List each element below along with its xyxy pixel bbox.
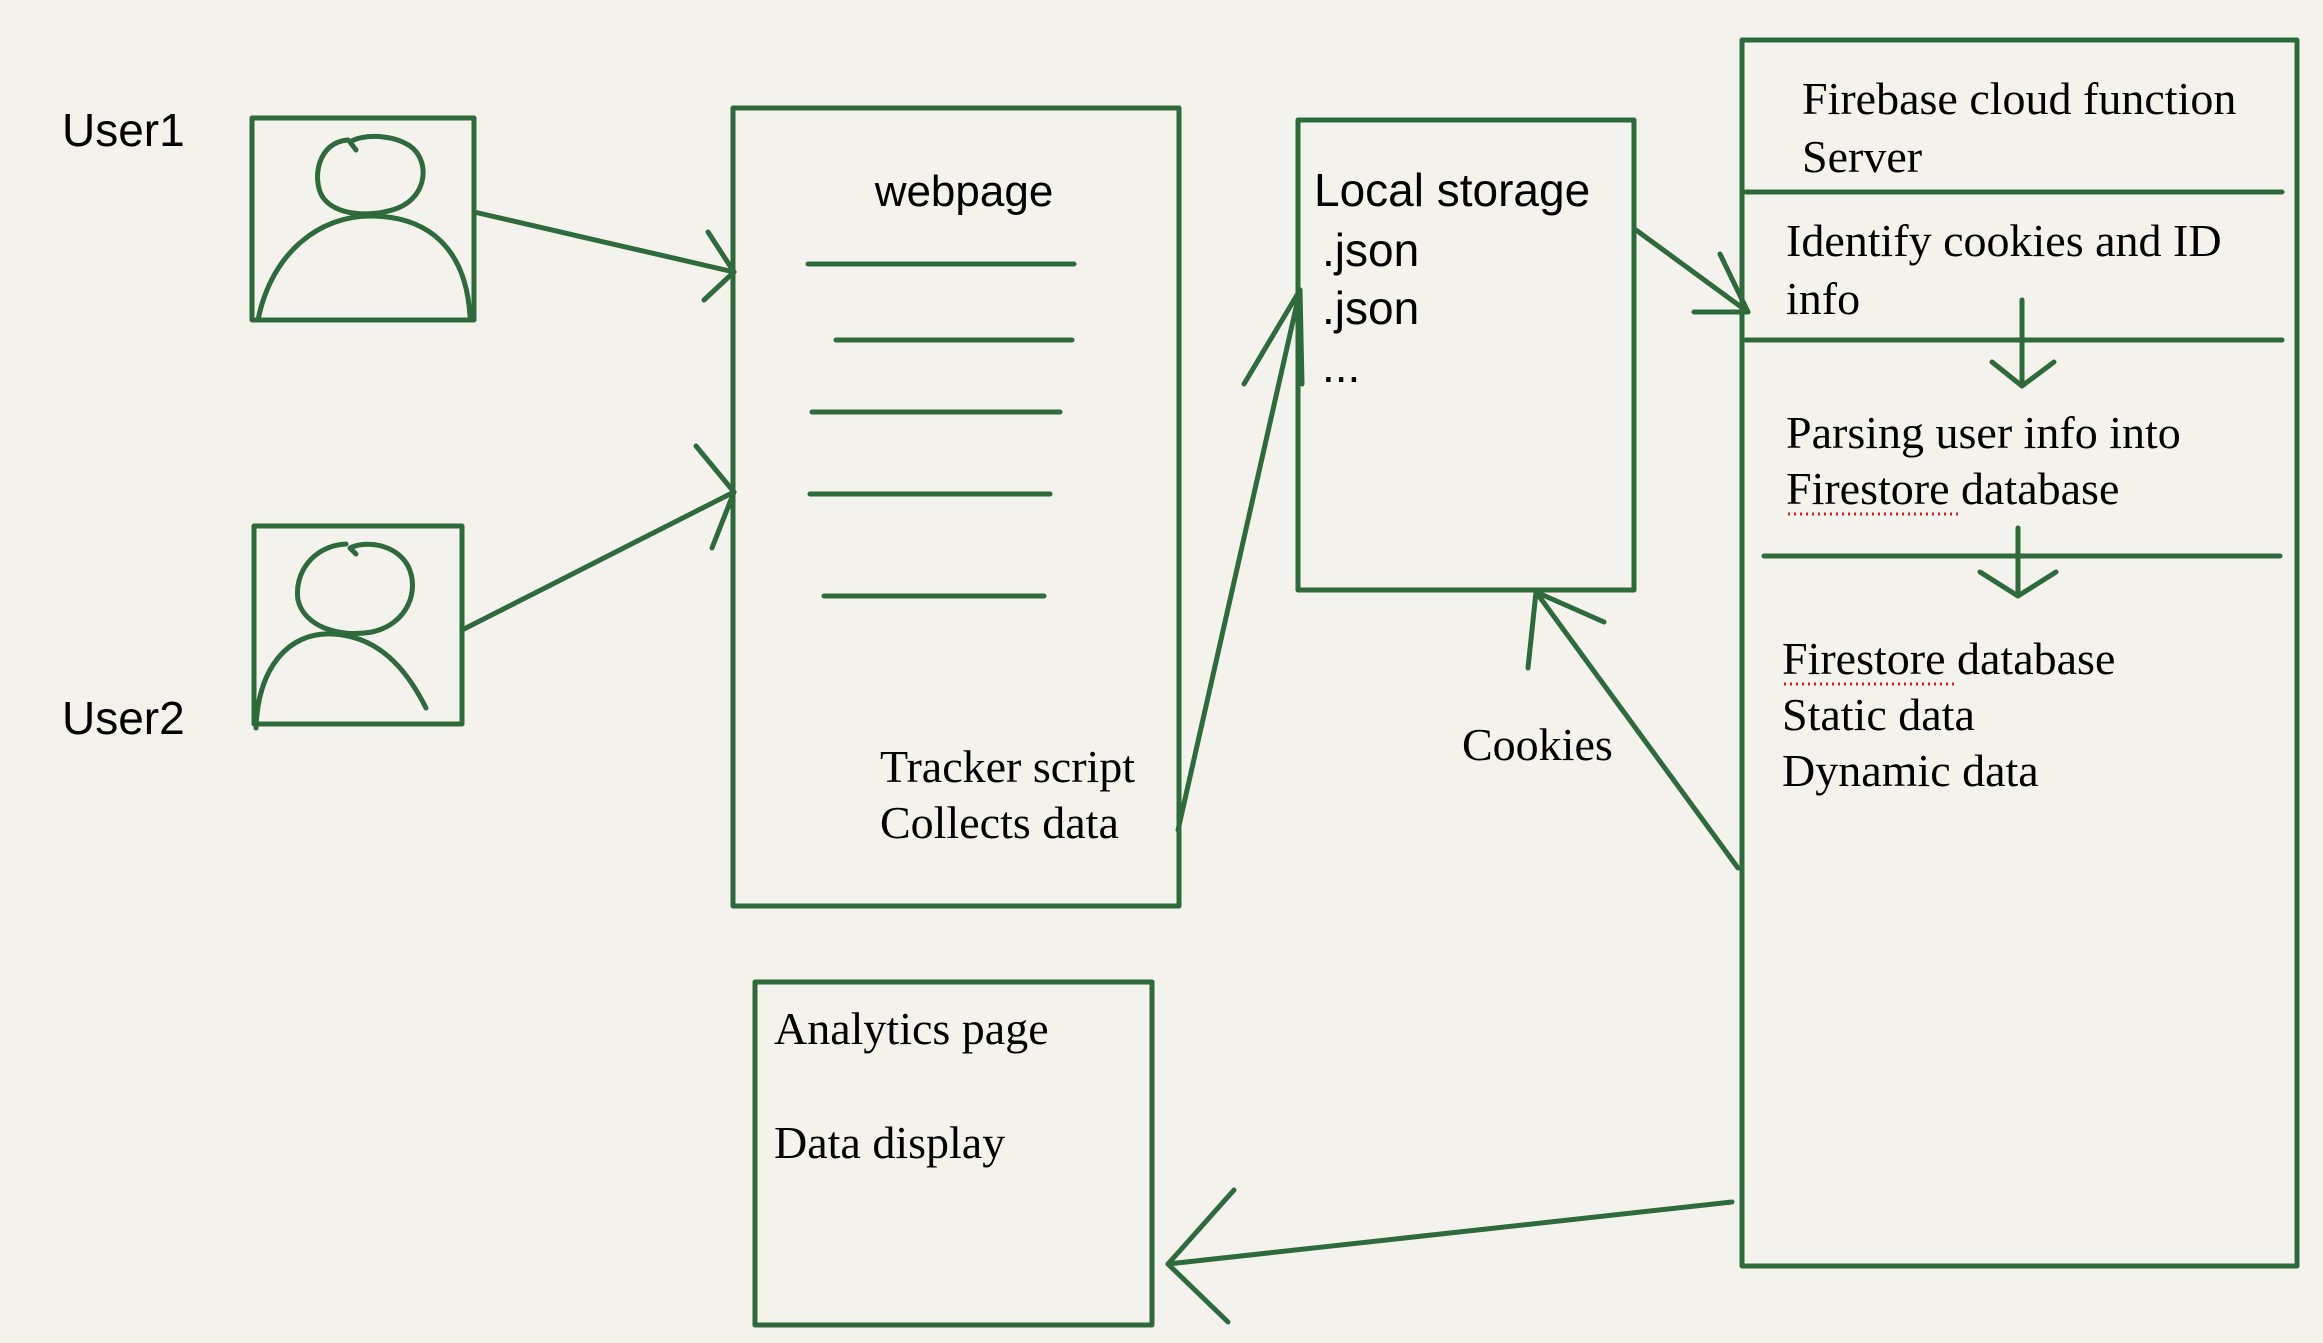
webpage-title: webpage (874, 167, 1054, 216)
user1-avatar-box (249, 115, 477, 323)
user2-label: User2 (62, 692, 185, 744)
step-identify-line1: Identify cookies and ID (1786, 215, 2222, 266)
person-head (294, 541, 415, 636)
webpage-box: webpage Tracker script Collects data (730, 105, 1182, 909)
step-parse-line1: Parsing user info into (1786, 407, 2181, 458)
arrow-firebase-to-local-storage-cookies (1525, 589, 1741, 871)
cookies-label: Cookies (1462, 719, 1613, 770)
down-arrow-icon (1977, 525, 2059, 599)
person-shoulders (255, 213, 473, 323)
arrowhead (1691, 251, 1751, 315)
webpage-content-lines (805, 261, 1077, 599)
person-head (315, 133, 426, 217)
arrowhead (1165, 1187, 1237, 1325)
firestore-database-label: Firestore database (1782, 633, 2115, 684)
dynamic-data-label: Dynamic data (1782, 745, 2039, 796)
firebase-title-line2: Server (1802, 131, 1922, 182)
local-storage-title: Local storage (1314, 164, 1590, 216)
database-word: database (1950, 463, 2120, 514)
firebase-title-line1: Firebase cloud function (1802, 73, 2236, 124)
arrow-user2-to-webpage (459, 443, 737, 633)
firebase-server-box: Firebase cloud function Server Identify … (1739, 37, 2300, 1269)
storage-entry: .json (1322, 224, 1419, 276)
analytics-frame (752, 979, 1155, 1328)
static-data-label: Static data (1782, 689, 1975, 740)
tracker-script-label: Tracker script (880, 741, 1135, 792)
arrow-user1-to-webpage (471, 209, 737, 303)
database-word: database (1946, 633, 2116, 684)
arrowhead (1525, 589, 1607, 671)
user1-avatar-frame (249, 115, 477, 323)
analytics-page-box: Analytics page Data display (752, 979, 1155, 1328)
local-storage-frame (1295, 117, 1637, 593)
local-storage-box: Local storage .json .json ... (1295, 117, 1637, 593)
arrow-webpage-to-local-storage (1175, 287, 1305, 833)
user2-avatar-frame (251, 523, 465, 727)
firestore-word: Firestore (1786, 463, 1950, 514)
step-identify-line2: info (1786, 273, 1860, 324)
storage-entry: .json (1322, 282, 1419, 334)
user1-label: User1 (62, 104, 185, 156)
step-parse-line2: Firestore database (1786, 463, 2119, 514)
arrow-local-storage-to-firebase (1633, 227, 1751, 315)
person-icon (255, 133, 473, 323)
firestore-word: Firestore (1782, 633, 1946, 684)
collects-data-label: Collects data (880, 797, 1119, 848)
data-display-label: Data display (774, 1117, 1005, 1168)
arrow-firebase-to-analytics (1165, 1187, 1735, 1325)
firebase-frame (1739, 37, 2300, 1269)
storage-entry: ... (1322, 340, 1360, 392)
down-arrow-icon (1989, 297, 2057, 389)
arrowhead (1241, 287, 1305, 387)
webpage-frame (730, 105, 1182, 909)
person-icon (253, 541, 429, 731)
analytics-page-label: Analytics page (774, 1003, 1049, 1054)
person-shoulders (253, 631, 429, 731)
user2-avatar-box (251, 523, 465, 731)
